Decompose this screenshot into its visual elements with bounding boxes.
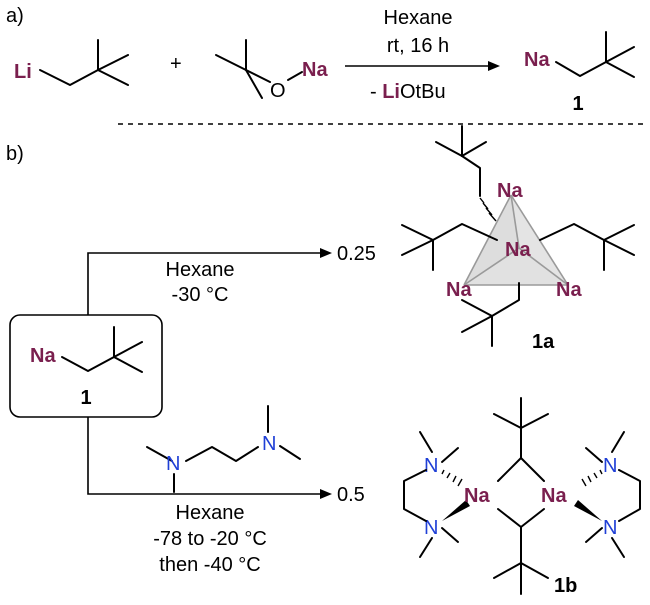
dimer-n-left-bottom: N <box>424 517 438 539</box>
tmeda-n-left: N <box>166 453 180 475</box>
byproduct-label: - LiOtBu <box>370 81 446 103</box>
start-number-1: 1 <box>80 387 91 409</box>
cluster-na-top: Na <box>497 180 523 202</box>
neopentyllithium-structure: Li <box>14 39 129 86</box>
arrow-to-1a <box>87 248 332 315</box>
dimer-na-right: Na <box>541 485 567 507</box>
upper-condition-temp: -30 °C <box>172 284 229 306</box>
product-number-1: 1 <box>572 93 583 115</box>
reaction-arrow-a <box>345 61 500 71</box>
ratio-1a: 0.25 <box>337 243 376 265</box>
dimer-1b-structure: N N N N Na Na <box>403 397 641 595</box>
dimer-n-right-bottom: N <box>603 517 617 539</box>
cluster-1a-structure: Na Na Na Na <box>401 125 635 347</box>
dimer-n-right-top: N <box>603 455 617 477</box>
lower-condition-temp2: then -40 °C <box>159 554 260 576</box>
sodium-tert-butoxide-structure: O Na <box>215 39 328 102</box>
dimer-na-left: Na <box>464 485 490 507</box>
cluster-na-center: Na <box>505 239 531 261</box>
tmeda-n-right: N <box>262 433 276 455</box>
product-na-label: Na <box>524 49 550 71</box>
na-reagent-label: Na <box>302 59 328 81</box>
start-na-label: Na <box>30 345 56 367</box>
panel-b-label: b) <box>6 143 24 165</box>
cluster-na-right: Na <box>556 279 582 301</box>
compound-label-1a: 1a <box>532 331 555 353</box>
compound-label-1b: 1b <box>554 575 577 597</box>
condition-time-a: rt, 16 h <box>387 35 449 57</box>
dimer-n-left-top: N <box>424 455 438 477</box>
plus-sign: + <box>170 53 182 75</box>
lower-condition-temp1: -78 to -20 °C <box>153 528 267 550</box>
cluster-na-left: Na <box>446 279 472 301</box>
arrow-to-1b <box>87 417 332 499</box>
tmeda-structure: N N <box>146 405 301 493</box>
neopentylsodium-product: Na <box>524 31 635 78</box>
upper-condition-solvent: Hexane <box>166 259 235 281</box>
panel-a-label: a) <box>6 5 24 27</box>
condition-solvent-a: Hexane <box>384 7 453 29</box>
li-atom-label: Li <box>14 61 32 83</box>
oxygen-atom-label: O <box>270 80 286 102</box>
ratio-1b: 0.5 <box>337 484 365 506</box>
starting-material-box: Na 1 <box>9 314 163 418</box>
lower-condition-solvent: Hexane <box>176 502 245 524</box>
